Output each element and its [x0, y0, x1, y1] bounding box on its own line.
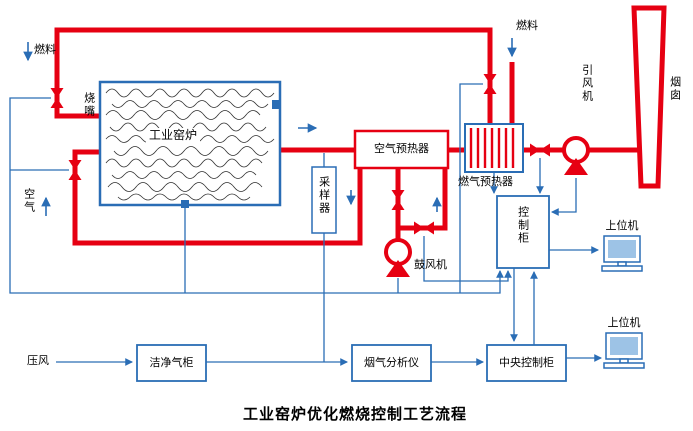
sampler-box: [311, 166, 337, 234]
label-chimney: 烟囱: [668, 76, 682, 102]
label-air: 空气: [22, 188, 36, 214]
pipe-fuel-recycle: [54, 27, 493, 124]
gas-preheater-box: [464, 123, 524, 173]
label-fuel-left: 燃料: [34, 43, 56, 56]
host-computer-bottom-icon: [603, 332, 645, 369]
valve-fuel-left: [50, 88, 64, 108]
valves: [50, 74, 550, 235]
signal-lines: [9, 83, 603, 366]
label-control-cabinet: 控制柜: [516, 206, 530, 245]
valve-air-left: [68, 160, 82, 180]
valve-blower-riser: [391, 190, 405, 210]
chimney-shape: [631, 5, 667, 189]
control-cabinet-box: [496, 195, 550, 269]
flue-gas-analyzer-box: [351, 344, 432, 382]
label-clean-gas-cabinet: 洁净气柜: [149, 356, 194, 369]
label-fuel-right: 燃料: [516, 19, 538, 32]
signal-left-loop: [9, 97, 504, 294]
kiln: [98, 80, 282, 208]
gas-preheater-fins: [469, 128, 515, 168]
pipe-bypass-branch: [398, 167, 448, 231]
pipe-preheated-air-loop: [72, 149, 363, 246]
valve-fuel-right: [483, 74, 497, 94]
label-kiln: 工业窑炉: [146, 128, 201, 144]
kiln-sensor-square-bottom: [181, 200, 189, 208]
label-host-computer-bottom: 上位机: [607, 316, 641, 329]
clean-gas-cabinet-box: [136, 344, 207, 382]
label-gas-preheater: 燃气预热器: [458, 175, 513, 188]
label-sampler: 采样器: [317, 176, 331, 215]
flow-arrows: [23, 38, 517, 216]
label-air-preheater: 空气预热器: [374, 142, 429, 155]
label-induced-draft-fan: 引风机: [580, 64, 594, 103]
kiln-sensor-square-right: [272, 100, 281, 109]
blower-symbol: [384, 238, 412, 277]
signal-fuel-valve-right: [459, 83, 483, 293]
label-burner: 烧嘴: [82, 92, 96, 118]
valve-flue: [530, 143, 550, 157]
label-host-computer-top: 上位机: [605, 219, 639, 232]
label-flue-gas-analyzer: 烟气分析仪: [364, 356, 419, 369]
host-computer-top-icon: [601, 235, 643, 272]
signal-fan-to-cabinet: [550, 178, 577, 216]
air-preheater-box: [353, 129, 450, 170]
label-blower: 鼓风机: [414, 258, 447, 271]
induced-draft-fan-symbol: [562, 136, 590, 175]
diagram-title: 工业窑炉优化燃烧控制工艺流程: [242, 405, 467, 423]
valve-bypass: [414, 221, 434, 235]
central-control-cabinet-box: [486, 344, 567, 382]
label-central-control-cabinet: 中央控制柜: [499, 356, 554, 369]
signal-bypass-valve: [423, 236, 512, 282]
gas-preheater: [464, 123, 524, 173]
label-compressed-air: 压风: [27, 354, 49, 367]
